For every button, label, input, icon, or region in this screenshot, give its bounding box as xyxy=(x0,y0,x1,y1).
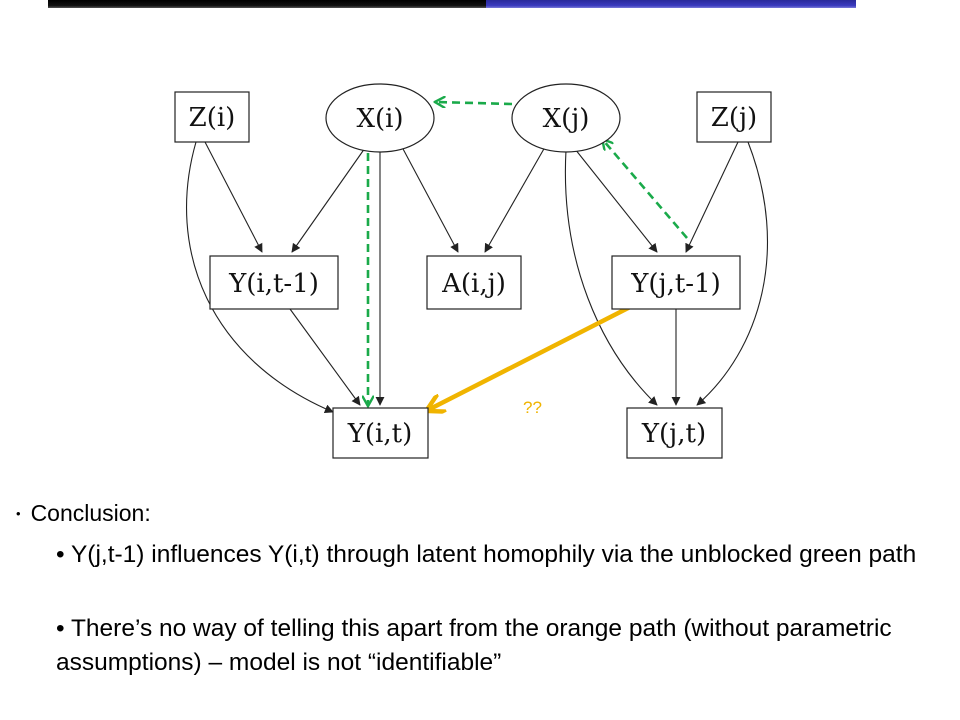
unknown-label: ?? xyxy=(523,398,542,417)
node-xi-label: X(i) xyxy=(356,104,403,134)
title-bar-blue xyxy=(486,0,856,8)
edge-xj-yjt1 xyxy=(574,148,658,253)
edge-zi-yit1 xyxy=(204,141,263,253)
node-zi: Z(i) xyxy=(174,91,250,143)
node-yjt-label: Y(j,t) xyxy=(641,419,706,449)
causal-graph-diagram: Z(i) X(i) X(j) Z(j) Y(i,t-1) A(i,j) Y(j,… xyxy=(174,83,772,459)
conclusion-bullet-1: • Y(j,t-1) influences Y(i,t) through lat… xyxy=(56,541,917,568)
edge-xj-aij xyxy=(484,146,546,253)
solid-edges xyxy=(185,141,768,413)
node-aij-label: A(i,j) xyxy=(441,269,506,299)
orange-edge-yjt1-yit xyxy=(428,303,634,410)
node-xi: X(i) xyxy=(325,83,435,153)
node-yjt: Y(j,t) xyxy=(626,407,723,459)
edge-zj-yjt1 xyxy=(685,141,739,253)
conclusion-heading: • Conclusion: xyxy=(14,500,151,527)
title-bar-dark xyxy=(48,0,486,8)
node-yit: Y(i,t) xyxy=(332,407,429,459)
conclusion-bullet-2: • There’s no way of telling this apart f… xyxy=(56,615,892,676)
node-zi-label: Z(i) xyxy=(189,103,236,133)
node-xj: X(j) xyxy=(511,83,621,153)
node-xj-label: X(j) xyxy=(543,104,590,134)
node-yit-label: Y(i,t) xyxy=(347,419,412,449)
edge-zi-yit xyxy=(185,141,334,413)
green-edge-xj-xi xyxy=(436,102,513,104)
edge-yit1-yit xyxy=(289,308,361,406)
node-aij: A(i,j) xyxy=(426,255,522,310)
node-yit1: Y(i,t-1) xyxy=(209,255,339,310)
node-yit1-label: Y(i,t-1) xyxy=(228,269,319,299)
conclusion-heading-text: Conclusion: xyxy=(30,500,151,526)
bullet-dot: • xyxy=(16,506,21,521)
node-yjt1-label: Y(j,t-1) xyxy=(630,269,721,299)
green-edge-yjt1-xj xyxy=(603,140,688,239)
node-zj: Z(j) xyxy=(696,91,772,143)
edge-xj-yjt xyxy=(564,149,658,406)
edge-xi-aij xyxy=(401,146,459,253)
node-zj-label: Z(j) xyxy=(711,103,757,133)
node-yjt1: Y(j,t-1) xyxy=(611,255,741,310)
edge-xi-yit1 xyxy=(291,147,366,253)
green-path xyxy=(368,102,688,405)
edge-zj-yjt xyxy=(696,141,768,406)
